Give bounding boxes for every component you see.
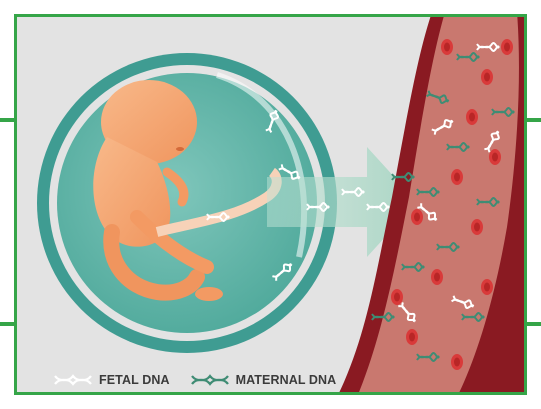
cell-free-dna-diagram xyxy=(17,17,524,392)
legend-maternal: MATERNAL DNA xyxy=(190,373,337,387)
frame-line-right xyxy=(527,118,541,122)
frame-line-left-bottom xyxy=(0,322,14,326)
legend-maternal-label: MATERNAL DNA xyxy=(236,373,337,387)
frame-line-right-bottom xyxy=(527,322,541,326)
legend-fetal-label: FETAL DNA xyxy=(99,373,170,387)
legend-fetal: FETAL DNA xyxy=(53,373,170,387)
legend: FETAL DNA MATERNAL DNA xyxy=(53,373,356,387)
frame-line-left xyxy=(0,118,14,122)
dna-double-helix-teal-icon xyxy=(190,373,230,387)
dna-double-helix-white-icon xyxy=(53,373,93,387)
diagram-panel: FETAL DNA MATERNAL DNA xyxy=(14,14,527,395)
